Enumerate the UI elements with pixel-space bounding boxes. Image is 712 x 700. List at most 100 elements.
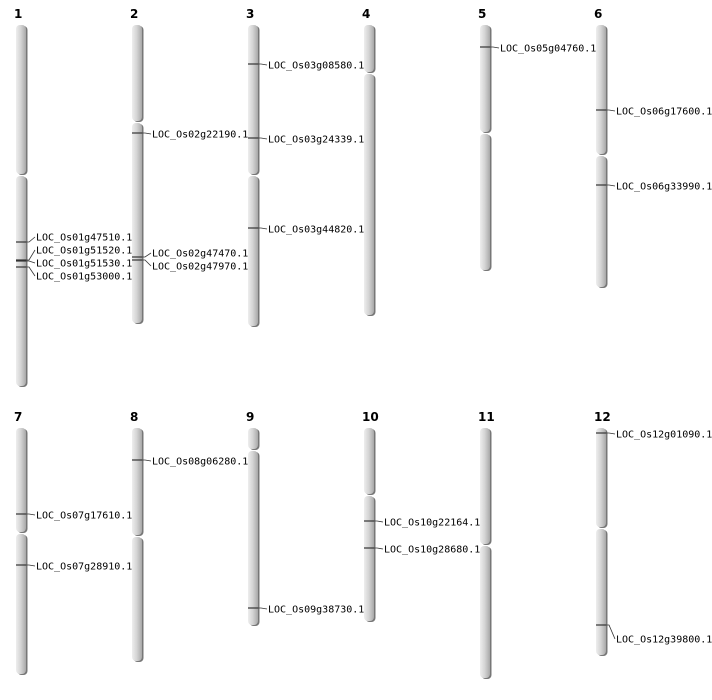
gene-marker: LOC_Os10g22164.1 <box>364 518 480 529</box>
long-arm <box>132 537 142 661</box>
gene-marker: LOC_Os10g28680.1 <box>364 545 480 556</box>
short-arm <box>596 428 606 527</box>
gene-leader-line <box>606 624 616 640</box>
long-arm <box>248 176 258 326</box>
gene-marker: LOC_Os12g01090.1 <box>596 430 712 441</box>
gene-leader-line <box>374 520 384 523</box>
gene-label: LOC_Os03g44820.1 <box>268 225 364 236</box>
gene-label: LOC_Os06g33990.1 <box>616 182 712 193</box>
gene-marker: LOC_Os01g53000.1 <box>16 266 132 283</box>
long-arm <box>248 451 258 625</box>
gene-marker: LOC_Os05g04760.1 <box>480 44 596 55</box>
gene-label: LOC_Os12g39800.1 <box>616 635 712 646</box>
long-arm <box>364 74 374 315</box>
chromosome-number: 2 <box>130 7 138 21</box>
gene-label: LOC_Os01g47510.1 <box>36 233 132 244</box>
chromosome-number: 3 <box>246 7 254 21</box>
chromosome-number: 6 <box>594 7 602 21</box>
gene-label: LOC_Os02g47470.1 <box>152 249 248 260</box>
gene-leader-line <box>606 109 616 112</box>
gene-marker: LOC_Os03g08580.1 <box>248 61 364 72</box>
gene-label: LOC_Os01g51530.1 <box>36 259 132 270</box>
gene-leader-line <box>142 459 152 462</box>
gene-label: LOC_Os12g01090.1 <box>616 430 712 441</box>
long-arm <box>480 546 490 678</box>
gene-label: LOC_Os02g47970.1 <box>152 262 248 273</box>
gene-marker: LOC_Os02g47470.1 <box>132 249 248 260</box>
chromosome-number: 12 <box>594 410 611 424</box>
gene-leader-line <box>258 227 268 230</box>
gene-label: LOC_Os01g53000.1 <box>36 272 132 283</box>
chromosome-number: 9 <box>246 410 254 424</box>
gene-label: LOC_Os03g24339.1 <box>268 135 364 146</box>
long-arm <box>480 134 490 270</box>
chromosome-number: 7 <box>14 410 22 424</box>
gene-label: LOC_Os02g22190.1 <box>152 130 248 141</box>
chromosome-2: 2LOC_Os02g22190.1LOC_Os02g47470.1LOC_Os0… <box>130 7 248 324</box>
gene-marker: LOC_Os06g17600.1 <box>596 107 712 118</box>
gene-leader-line <box>258 137 268 140</box>
gene-leader-line <box>26 260 36 264</box>
gene-marker: LOC_Os06g33990.1 <box>596 182 712 193</box>
gene-label: LOC_Os07g28910.1 <box>36 562 132 573</box>
gene-label: LOC_Os07g17610.1 <box>36 511 132 522</box>
gene-marker: LOC_Os07g28910.1 <box>16 562 132 573</box>
gene-leader-line <box>142 132 152 135</box>
gene-label: LOC_Os03g08580.1 <box>268 61 364 72</box>
gene-leader-line <box>142 252 152 258</box>
gene-leader-line <box>26 513 36 516</box>
gene-marker: LOC_Os01g51520.1 <box>16 246 132 261</box>
gene-marker: LOC_Os03g44820.1 <box>248 225 364 236</box>
gene-marker: LOC_Os01g47510.1 <box>16 233 132 244</box>
short-arm <box>248 428 258 449</box>
gene-leader-line <box>26 249 36 261</box>
gene-marker: LOC_Os02g47970.1 <box>132 259 248 273</box>
short-arm <box>364 428 374 494</box>
short-arm <box>132 428 142 535</box>
short-arm <box>364 25 374 72</box>
short-arm <box>248 25 258 174</box>
gene-label: LOC_Os10g22164.1 <box>384 518 480 529</box>
gene-leader-line <box>26 266 36 277</box>
chromosome-number: 8 <box>130 410 138 424</box>
gene-leader-line <box>142 259 152 267</box>
gene-label: LOC_Os06g17600.1 <box>616 107 712 118</box>
long-arm <box>596 156 606 287</box>
chromosome-1: 1LOC_Os01g47510.1LOC_Os01g51520.1LOC_Os0… <box>14 7 132 387</box>
gene-marker: LOC_Os08g06280.1 <box>132 457 248 468</box>
gene-label: LOC_Os01g51520.1 <box>36 246 132 257</box>
chromosome-4: 4 <box>362 7 376 316</box>
gene-marker: LOC_Os02g22190.1 <box>132 130 248 141</box>
short-arm <box>480 25 490 132</box>
gene-marker: LOC_Os12g39800.1 <box>596 624 712 646</box>
gene-marker: LOC_Os09g38730.1 <box>248 605 364 616</box>
chromosome-number: 1 <box>14 7 22 21</box>
long-arm <box>132 123 142 323</box>
gene-leader-line <box>26 236 36 243</box>
gene-leader-line <box>606 432 616 435</box>
long-arm <box>16 534 26 674</box>
chromosome-number: 10 <box>362 410 379 424</box>
gene-marker: LOC_Os03g24339.1 <box>248 135 364 146</box>
gene-leader-line <box>26 564 36 567</box>
gene-leader-line <box>258 607 268 610</box>
chromosome-number: 11 <box>478 410 495 424</box>
gene-label: LOC_Os10g28680.1 <box>384 545 480 556</box>
long-arm <box>16 176 26 386</box>
gene-leader-line <box>374 547 384 550</box>
chromosome-11: 11 <box>478 410 495 679</box>
gene-marker: LOC_Os01g51530.1 <box>16 259 132 270</box>
short-arm <box>132 25 142 121</box>
chromosome-number: 4 <box>362 7 370 21</box>
gene-label: LOC_Os09g38730.1 <box>268 605 364 616</box>
gene-leader-line <box>258 63 268 66</box>
short-arm <box>480 428 490 544</box>
gene-marker: LOC_Os07g17610.1 <box>16 511 132 522</box>
